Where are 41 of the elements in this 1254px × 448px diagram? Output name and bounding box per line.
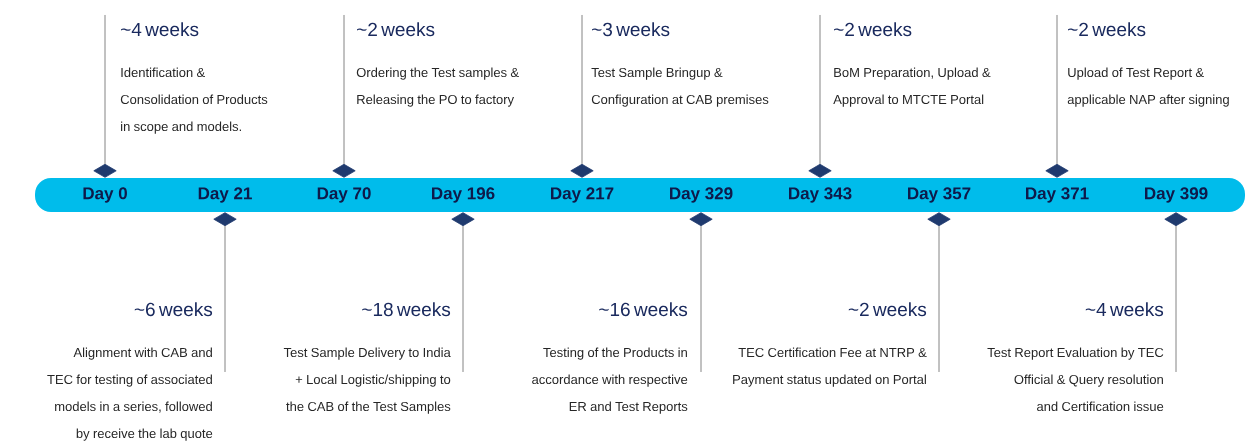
day-label: Day 217: [551, 187, 614, 203]
leader-line: [570, 14, 594, 178]
day-label: Day 357: [908, 187, 971, 203]
milestone-description: Upload of Test Report & applicable NAP after signing: [1067, 67, 1229, 107]
day-label: Day 70: [317, 187, 371, 203]
day-label: Day 0: [83, 187, 127, 203]
day-label: Day 21: [198, 187, 252, 203]
day-label: Day 329: [670, 187, 733, 203]
leader-line: [808, 14, 832, 178]
milestone-description: Identification & Consolidation of Products in scope and models.: [120, 67, 268, 134]
duration-label: ~18 weeks: [362, 302, 451, 317]
leader-line: [213, 212, 237, 373]
day-label: Day 343: [789, 187, 852, 203]
duration-label: ~4 weeks: [121, 22, 199, 37]
milestone-description: TEC Certification Fee at NTRP & Payment status updated on Portal: [733, 347, 927, 387]
day-label: Day 399: [1145, 187, 1208, 203]
duration-label: ~4 weeks: [1085, 302, 1164, 317]
milestone-description: Test Sample Bringup & Configuration at CAB premises: [591, 67, 769, 107]
timeline-bar: [35, 178, 1245, 212]
duration-label: ~2 weeks: [834, 22, 912, 37]
leader-line: [689, 212, 713, 373]
milestone-description: Testing of the Products in accordance with respective ER and Test Reports: [532, 347, 688, 414]
leader-line: [927, 212, 951, 373]
leader-line: [332, 14, 356, 178]
milestone-description: Test Report Evaluation by TEC Official & Query resolution and Certification issue: [987, 347, 1164, 412]
leader-line: [451, 212, 475, 373]
duration-label: ~6 weeks: [134, 302, 213, 317]
duration-label: ~3 weeks: [592, 22, 670, 37]
milestone-description: Test Sample Delivery to India + Local Logistic/shipping to the CAB of the Test Samples: [283, 347, 451, 414]
leader-line: [93, 14, 117, 178]
milestone-description: Ordering the Test samples & Releasing the PO to factory: [356, 67, 519, 107]
duration-label: ~2 weeks: [357, 22, 435, 37]
leader-line: [1164, 212, 1188, 373]
leader-line: [1045, 14, 1069, 178]
duration-label: ~16 weeks: [599, 302, 688, 317]
milestone-description: BoM Preparation, Upload & Approval to MTCTE Portal: [833, 67, 991, 107]
milestone-description: Alignment with CAB and TEC for testing of associated models in a series, followed by receive the lab quote: [47, 347, 213, 441]
duration-label: ~2 weeks: [1068, 22, 1146, 37]
day-label: Day 196: [432, 187, 495, 203]
day-label: Day 371: [1026, 187, 1089, 203]
duration-label: ~2 weeks: [848, 302, 927, 317]
